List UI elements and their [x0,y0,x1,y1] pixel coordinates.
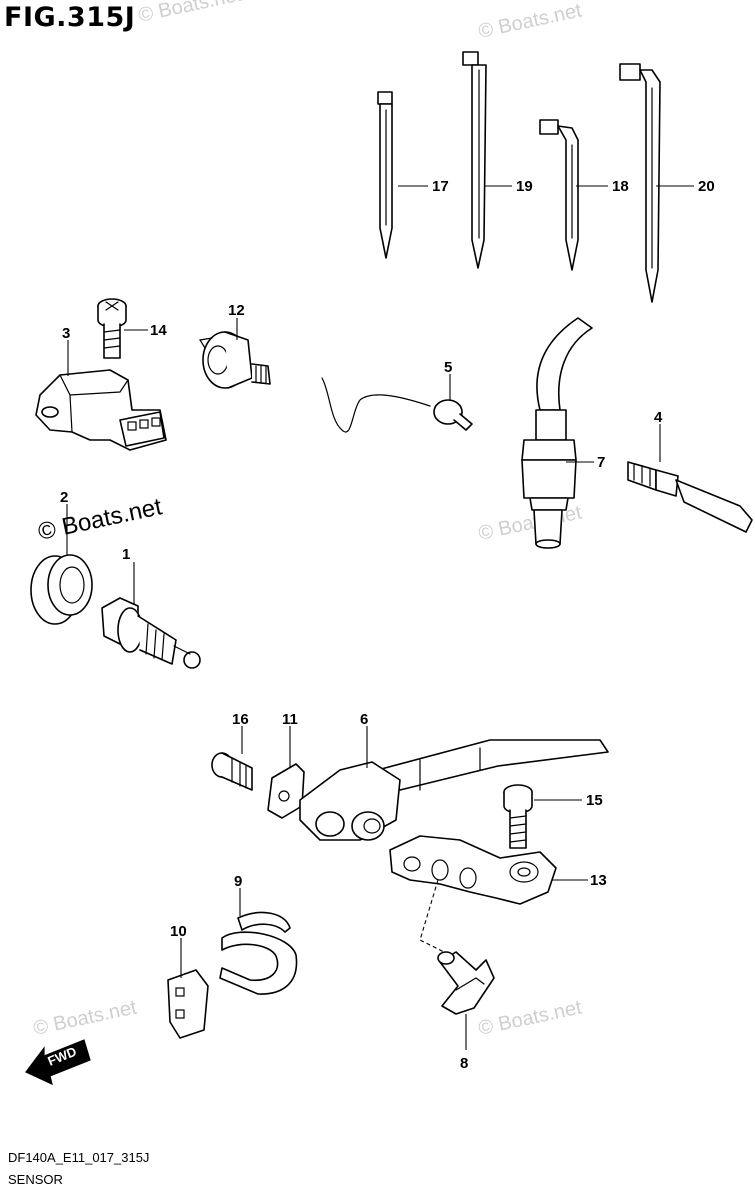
callout-13: 13 [590,872,607,889]
leader-lines [66,185,694,1050]
figure-title: FIG.315J [4,2,136,33]
grommet-2 [30,554,93,625]
callout-20: 20 [698,178,715,195]
sensor-1 [101,597,201,669]
watermark: © Boats.net [476,0,584,43]
callout-7: 7 [597,454,605,471]
cable-tie-19 [462,51,487,269]
cable-tie-17 [377,91,393,259]
figure-code: DF140A_E11_017_315J [8,1150,150,1165]
watermark: © Boats.net [476,501,584,544]
bracket-13 [389,835,557,905]
callout-2: 2 [60,489,68,506]
watermark-dark: © Boats.net [36,493,165,546]
watermark: © Boats.net [31,996,139,1039]
bracket-8 [437,951,495,1015]
watermark: © Boats.net [136,0,244,27]
pressure-switch-12 [199,331,271,389]
callout-4: 4 [654,409,663,426]
callout-18: 18 [612,178,629,195]
map-sensor-3 [35,369,167,451]
callout-11: 11 [282,711,298,728]
callout-1: 1 [122,546,130,563]
clip-10 [167,969,209,1039]
bolt-14 [97,298,127,359]
callout-19: 19 [516,178,533,195]
oxygen-sensor-7 [521,317,593,549]
callout-numbers: 1 2 3 4 5 6 7 8 9 10 11 12 13 14 15 16 1… [60,178,715,1072]
callout-3: 3 [62,325,70,342]
bolt-15 [503,784,533,849]
bolt-16 [211,752,253,791]
thermo-sensor-5 [321,377,473,433]
callout-17: 17 [432,178,449,195]
callout-6: 6 [360,711,368,728]
watermark: © Boats.net [476,996,584,1039]
callout-12: 12 [228,302,245,319]
callout-8: 8 [460,1055,468,1072]
callout-16: 16 [232,711,249,728]
clamp-9 [219,911,298,995]
callout-14: 14 [150,322,167,339]
callout-5: 5 [444,359,452,376]
cable-tie-18 [539,119,579,271]
callout-9: 9 [234,873,242,890]
plate-11 [267,763,305,819]
cable-tie-20 [619,63,661,303]
temperature-sensor-4 [627,461,753,533]
callout-15: 15 [586,792,603,809]
fwd-arrow-icon: FWD [25,1039,91,1086]
callout-10: 10 [170,923,187,940]
crank-sensor-6 [299,739,609,841]
figure-name: SENSOR [8,1172,63,1187]
